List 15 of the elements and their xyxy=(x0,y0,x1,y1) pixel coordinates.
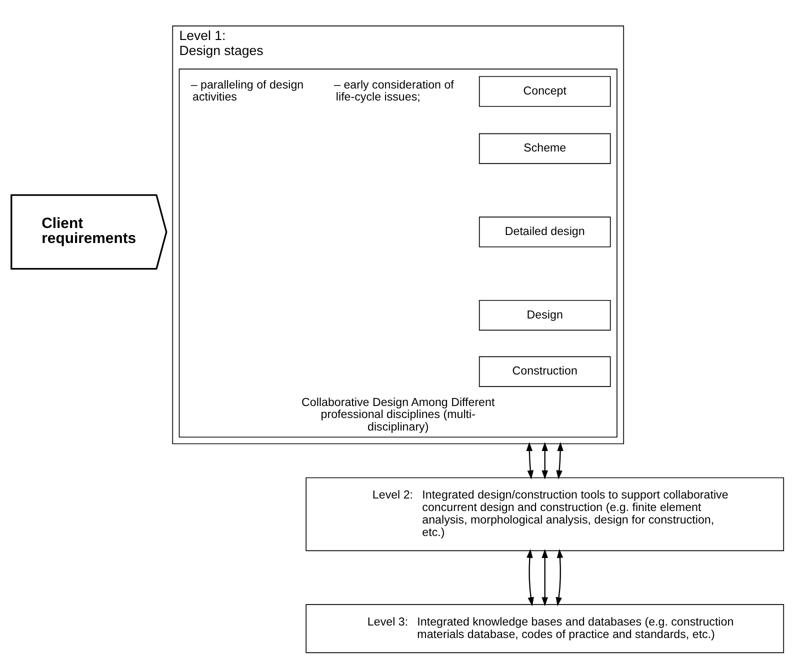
arrow xyxy=(526,442,534,479)
arrow xyxy=(556,548,564,606)
arrow xyxy=(542,548,548,606)
node-box: Level 3: Integrated knowledge bases and databases (e.g. construction materials database, codes of practice and standards, etc.) xyxy=(306,604,784,653)
arrow xyxy=(542,442,548,479)
arrow xyxy=(556,442,564,479)
node-box: Concept xyxy=(478,76,611,106)
node-box: Detailed design xyxy=(478,216,611,247)
node-box: Construction xyxy=(478,356,611,386)
node-box: Level 2: Integrated design/construction tools to support collaborative concurrent design and construction (e.g. finite element analysis, morphological analysis, design for construction, etc.) xyxy=(306,476,784,551)
label: – early consideration of life-cycle issues; xyxy=(334,78,454,104)
node-box: Scheme xyxy=(478,132,611,164)
label: – paralleling of design activities xyxy=(190,78,304,104)
node-box: Design xyxy=(478,299,611,330)
arrow xyxy=(526,548,534,606)
